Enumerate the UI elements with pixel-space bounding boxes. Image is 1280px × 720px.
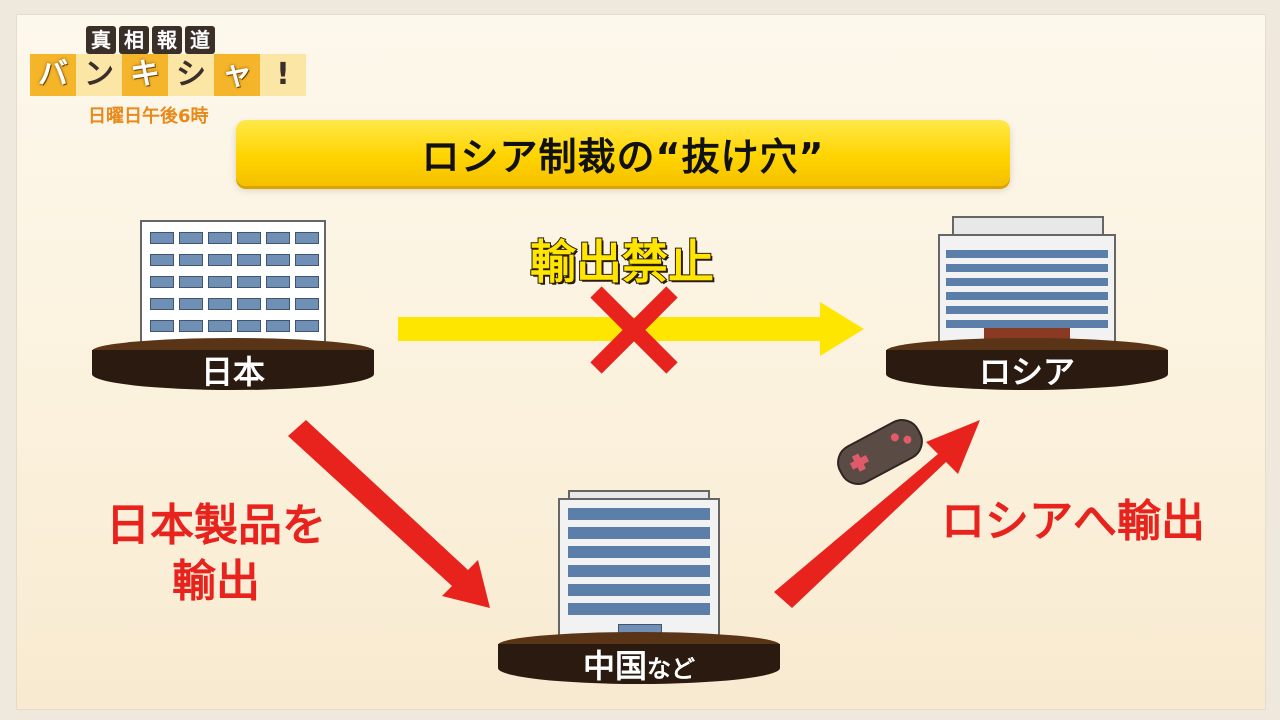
japan-label: 日本 (200, 353, 265, 391)
title-banner: ロシア制裁の“抜け穴” (236, 120, 1010, 186)
building-window (208, 298, 232, 310)
building-window (237, 232, 261, 244)
building-window (208, 320, 232, 332)
building-window (208, 254, 232, 266)
building-window (208, 276, 232, 288)
building-window (295, 298, 319, 310)
gamepad-icon (837, 419, 923, 485)
page-title: ロシア制裁の“抜け穴” (421, 134, 825, 179)
building-window-band (568, 603, 710, 615)
building-window (295, 232, 319, 244)
building-window (150, 298, 174, 310)
russia-export-label: ロシアへ輸出 (941, 496, 1205, 547)
building-window (266, 232, 290, 244)
export-ban-label: 輸出禁止 (529, 234, 715, 290)
building-window-band (946, 320, 1108, 328)
building-window (295, 276, 319, 288)
building-window-band (568, 546, 710, 558)
china-suffix: など (647, 655, 695, 683)
building-window (266, 276, 290, 288)
building-icon (140, 220, 326, 346)
logo-char: 道 (185, 26, 215, 54)
logo-main-row: バ ン キ シ ャ ! (30, 54, 306, 96)
building-window (237, 276, 261, 288)
building-window (237, 320, 261, 332)
building-window-band (946, 292, 1108, 300)
building-window-band (946, 278, 1108, 286)
building-window (237, 298, 261, 310)
building-window (266, 298, 290, 310)
china-name: 中国 (582, 647, 647, 685)
building-window-band (568, 565, 710, 577)
building-icon (938, 216, 1116, 346)
building-window (150, 254, 174, 266)
building-window-band (568, 584, 710, 596)
japan-export-line1: 日本製品を (106, 500, 326, 551)
logo-char: バ (30, 54, 76, 96)
building-window-band (946, 264, 1108, 272)
building-window (179, 320, 203, 332)
building-window-band (568, 527, 710, 539)
building-window (179, 298, 203, 310)
building-window (150, 232, 174, 244)
building-window (179, 254, 203, 266)
russia-platform: ロシア (886, 338, 1168, 402)
logo-char: 報 (152, 26, 182, 54)
building-window (208, 232, 232, 244)
building-window (266, 320, 290, 332)
logo-char: キ (122, 54, 168, 96)
building-window (179, 232, 203, 244)
logo-top-row: 真 相 報 道 (86, 26, 215, 54)
logo-char: ャ (214, 54, 260, 96)
china-label: 中国など (583, 641, 695, 687)
logo-char: ン (76, 54, 122, 96)
logo-char: 相 (119, 26, 149, 54)
building-window-band (946, 306, 1108, 314)
building-window (237, 254, 261, 266)
building-window (150, 320, 174, 332)
japan-export-label: 日本製品を 輸出 (86, 498, 346, 610)
building-icon (558, 490, 720, 640)
logo-char: シ (168, 54, 214, 96)
logo-char: 真 (86, 26, 116, 54)
building-window (179, 276, 203, 288)
building-window (150, 276, 174, 288)
russia-label: ロシア (978, 353, 1075, 391)
building-window (295, 254, 319, 266)
japan-export-line2: 輸出 (172, 556, 260, 607)
china-to-russia-arrow (774, 420, 980, 608)
building-window-band (568, 508, 710, 520)
building-window-band (946, 250, 1108, 258)
building-window (295, 320, 319, 332)
logo-char: ! (260, 54, 306, 96)
export-ban-arrow (398, 302, 864, 356)
building-window (266, 254, 290, 266)
japan-platform: 日本 (92, 338, 374, 402)
cross-mark-icon (590, 286, 678, 374)
china-platform: 中国など (498, 632, 780, 696)
japan-to-china-arrow (288, 420, 490, 608)
program-logo: 真 相 報 道 バ ン キ シ ャ ! 日曜日午後6時 (28, 26, 306, 127)
logo-schedule: 日曜日午後6時 (88, 106, 209, 127)
